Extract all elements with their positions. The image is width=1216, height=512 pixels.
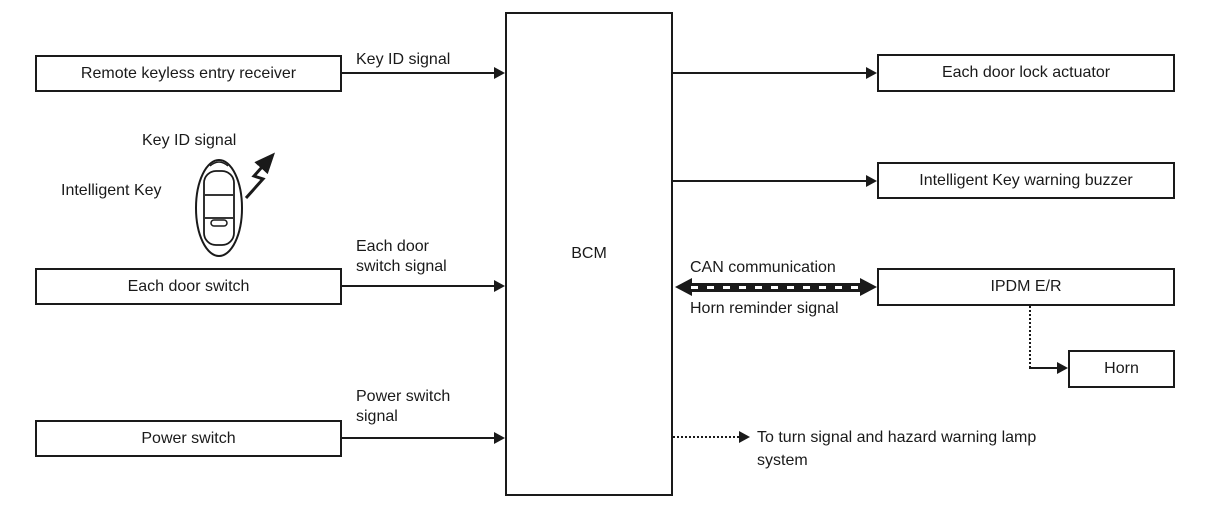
label-key-id-signal-wireless: Key ID signal [142, 132, 237, 149]
label-power-switch-signal-line2: signal [356, 408, 398, 425]
label-each-door-switch-signal-line2: switch signal [356, 258, 447, 275]
connector-ipdm-horn-vline [1029, 306, 1031, 368]
connector-powerswitch-arrowhead [494, 432, 505, 444]
connector-keyid-line [342, 72, 494, 74]
label-power-switch-signal-line1: Power switch [356, 388, 451, 405]
node-power-switch: Power switch [35, 420, 342, 457]
node-horn: Horn [1068, 350, 1175, 388]
node-ipdm-er: IPDM E/R [877, 268, 1175, 306]
connector-turnsignal-arrowhead [739, 431, 750, 443]
connector-powerswitch-line [342, 437, 494, 439]
label-can-communication: CAN communication [690, 259, 836, 276]
can-bus-line [691, 283, 861, 292]
connector-keyid-arrowhead [494, 67, 505, 79]
wireless-signal-zigzag-icon [244, 152, 276, 200]
connector-doorlock-arrowhead [866, 67, 877, 79]
node-each-door-switch: Each door switch [35, 268, 342, 305]
label-turn-signal-note-line1: To turn signal and hazard warning lamp [757, 429, 1037, 446]
connector-buzzer-line [673, 180, 866, 182]
label-horn-reminder-signal: Horn reminder signal [690, 300, 839, 317]
can-arrowhead-right [860, 278, 877, 296]
intelligent-key-fob-icon [195, 152, 276, 257]
label-power-switch-signal: Power switch signal [356, 387, 450, 427]
label-turn-signal-note: To turn signal and hazard warning lamp s… [757, 426, 1036, 472]
node-remote-keyless-entry-receiver: Remote keyless entry receiver [35, 55, 342, 92]
node-each-door-lock-actuator: Each door lock actuator [877, 54, 1175, 92]
label-turn-signal-note-line2: system [757, 452, 808, 469]
node-intelligent-key-warning-buzzer: Intelligent Key warning buzzer [877, 162, 1175, 199]
connector-ipdm-horn-hline [1029, 367, 1058, 369]
connector-doorlock-line [673, 72, 866, 74]
label-key-id-signal: Key ID signal [356, 51, 451, 68]
connector-buzzer-arrowhead [866, 175, 877, 187]
label-intelligent-key: Intelligent Key [61, 182, 162, 199]
connector-ipdm-horn-arrowhead [1057, 362, 1068, 374]
connector-doorswitch-arrowhead [494, 280, 505, 292]
label-each-door-switch-signal: Each door switch signal [356, 237, 447, 277]
label-each-door-switch-signal-line1: Each door [356, 238, 429, 255]
connector-turnsignal-line [673, 436, 739, 438]
can-arrowhead-left [675, 278, 692, 296]
node-bcm: BCM [505, 12, 673, 496]
connector-doorswitch-line [342, 285, 494, 287]
